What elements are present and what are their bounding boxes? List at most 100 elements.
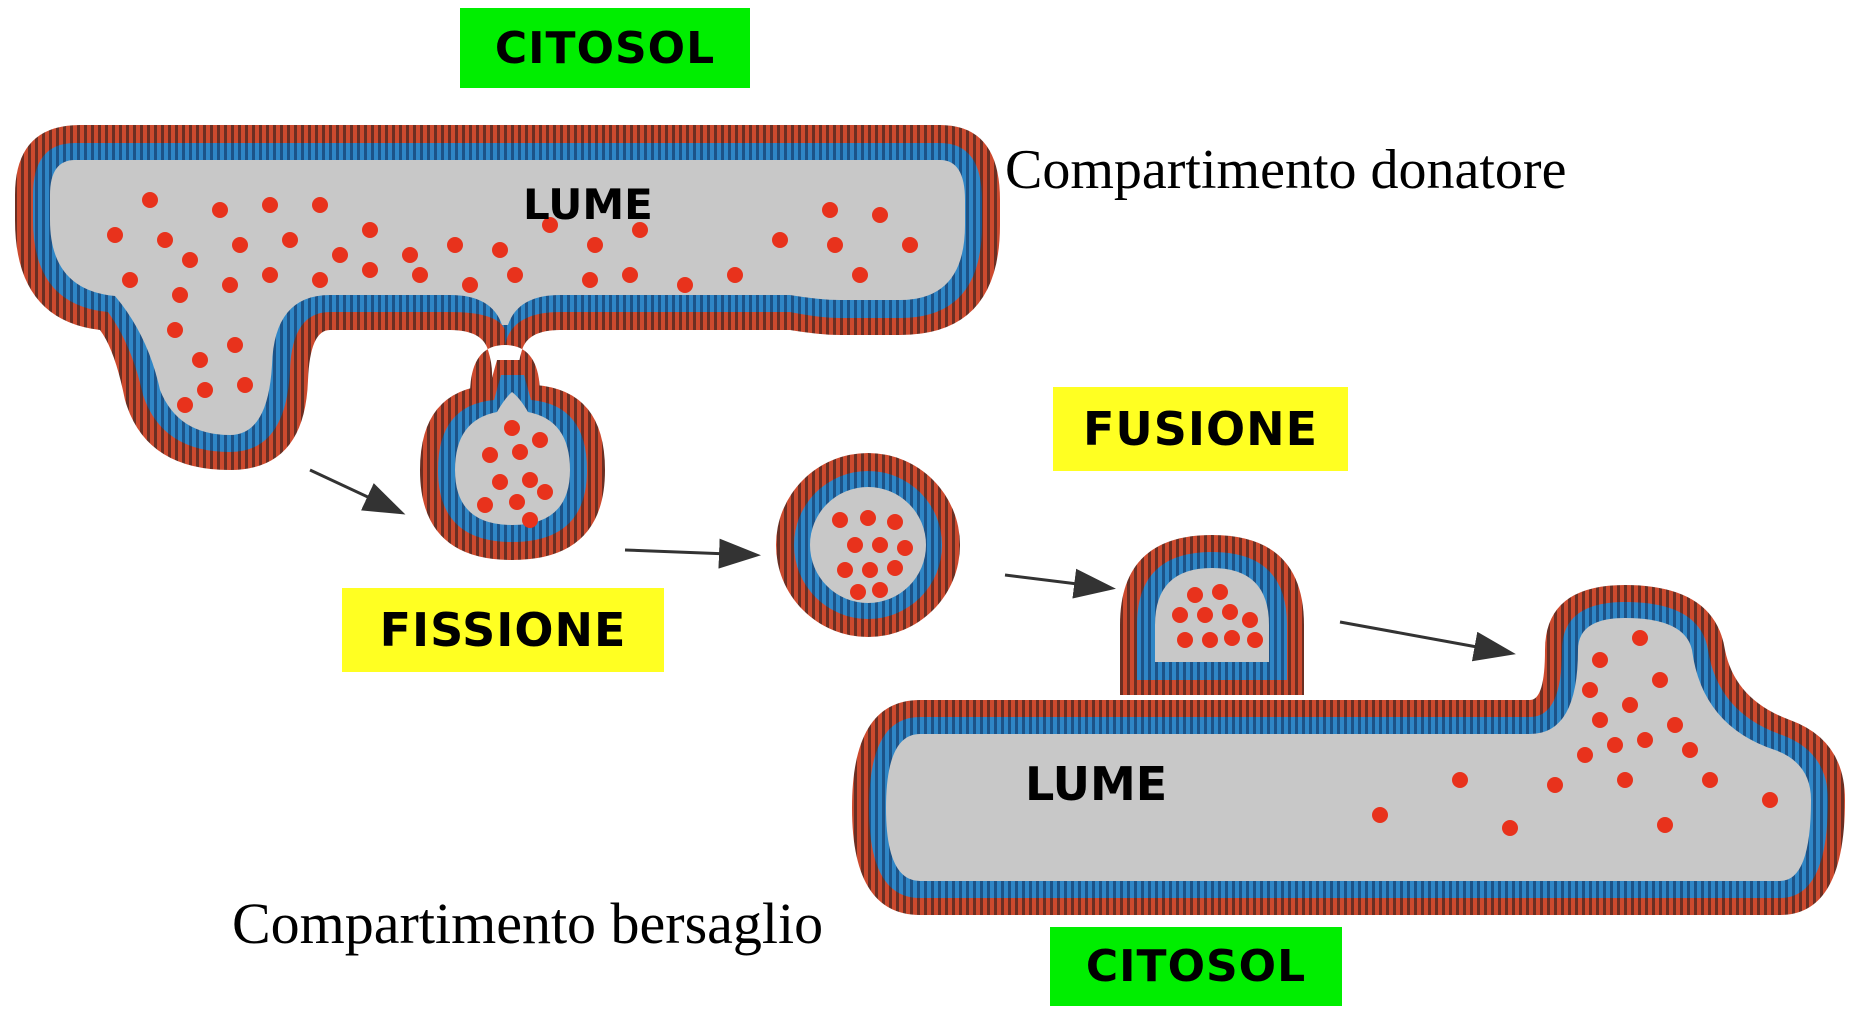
cargo-dot [1607, 737, 1623, 753]
cargo-dot [1547, 777, 1563, 793]
cargo-dot [1632, 630, 1648, 646]
cargo-dot [1242, 612, 1258, 628]
arrow-budding [310, 470, 400, 512]
cargo-dot [262, 267, 278, 283]
cargo-dot [332, 247, 348, 263]
budding-vesicle [420, 360, 605, 560]
cargo-dot [107, 227, 123, 243]
cargo-dot [887, 514, 903, 530]
cargo-dot [1682, 742, 1698, 758]
cargo-dot [512, 444, 528, 460]
cargo-dot [142, 192, 158, 208]
cargo-dot [222, 277, 238, 293]
cargo-dot [1224, 630, 1240, 646]
cargo-dot [1702, 772, 1718, 788]
cargo-dot [537, 484, 553, 500]
donor-lumen-label: LUME [523, 180, 653, 229]
cargo-dot [1187, 587, 1203, 603]
cargo-dot [262, 197, 278, 213]
cargo-dot [197, 382, 213, 398]
cargo-dot [897, 540, 913, 556]
free-vesicle [776, 453, 960, 637]
cargo-dot [1372, 807, 1388, 823]
cargo-dot [1657, 817, 1673, 833]
cargo-dot [462, 277, 478, 293]
cargo-dot [1667, 717, 1683, 733]
cargo-dot [492, 474, 508, 490]
cargo-dot [1582, 682, 1598, 698]
target-compartment-label: Compartimento bersaglio [232, 890, 823, 957]
cargo-dot [177, 397, 193, 413]
cargo-dot [1652, 672, 1668, 688]
arrow-docking [1005, 575, 1110, 588]
cargo-dot [1222, 604, 1238, 620]
cargo-dot [850, 584, 866, 600]
cargo-dot [492, 242, 508, 258]
cargo-dot [860, 510, 876, 526]
cargo-dot [1172, 607, 1188, 623]
cargo-dot [172, 287, 188, 303]
cargo-dot [587, 237, 603, 253]
target-lumen [886, 618, 1811, 881]
cargo-dot [1577, 747, 1593, 763]
cargo-dot [447, 237, 463, 253]
cargo-dot [412, 267, 428, 283]
cargo-dot [902, 237, 918, 253]
target-lumen-label: LUME [1025, 757, 1167, 811]
cargo-dot [847, 537, 863, 553]
cargo-dot [862, 562, 878, 578]
cargo-dot [1762, 792, 1778, 808]
cargo-dot [1622, 697, 1638, 713]
cargo-dot [232, 237, 248, 253]
fission-label: FISSIONE [342, 588, 664, 672]
cargo-dot [822, 202, 838, 218]
cargo-dot [837, 562, 853, 578]
cargo-dot [1592, 652, 1608, 668]
cargo-dot [852, 267, 868, 283]
cargo-dot [832, 512, 848, 528]
cargo-dot [872, 207, 888, 223]
cargo-dot [192, 352, 208, 368]
cargo-dot [477, 497, 493, 513]
cargo-dot [772, 232, 788, 248]
cargo-dot [1212, 584, 1228, 600]
cargo-dot [522, 512, 538, 528]
cargo-dot [282, 232, 298, 248]
cargo-dot [157, 232, 173, 248]
cargo-dot [872, 582, 888, 598]
cargo-dot [507, 267, 523, 283]
cargo-dot [727, 267, 743, 283]
cargo-dot [1452, 772, 1468, 788]
cargo-dot [227, 337, 243, 353]
cargo-dot [504, 420, 520, 436]
arrow-fusion [1340, 622, 1510, 653]
cargo-dot [362, 262, 378, 278]
cargo-dot [522, 472, 538, 488]
cargo-dot [1637, 732, 1653, 748]
cargo-dot [1592, 712, 1608, 728]
cargo-dot [827, 237, 843, 253]
cargo-dot [237, 377, 253, 393]
citosol-label-bottom: CITOSOL [1050, 927, 1342, 1006]
cargo-dot [872, 537, 888, 553]
fusion-label: FUSIONE [1053, 387, 1348, 471]
cargo-dot [1177, 632, 1193, 648]
cargo-dot [1617, 772, 1633, 788]
cargo-dot [582, 272, 598, 288]
cargo-dot [1197, 607, 1213, 623]
cargo-dot [622, 267, 638, 283]
cargo-dot [362, 222, 378, 238]
cargo-dot [182, 252, 198, 268]
cargo-dot [1247, 632, 1263, 648]
cargo-dot [1202, 632, 1218, 648]
cargo-dot [167, 322, 183, 338]
arrow-release [625, 550, 755, 555]
cargo-dot [677, 277, 693, 293]
donor-compartment-label: Compartimento donatore [1005, 138, 1566, 202]
cargo-dot [122, 272, 138, 288]
citosol-label-top: CITOSOL [460, 8, 750, 88]
cargo-dot [532, 432, 548, 448]
cargo-dot [312, 197, 328, 213]
